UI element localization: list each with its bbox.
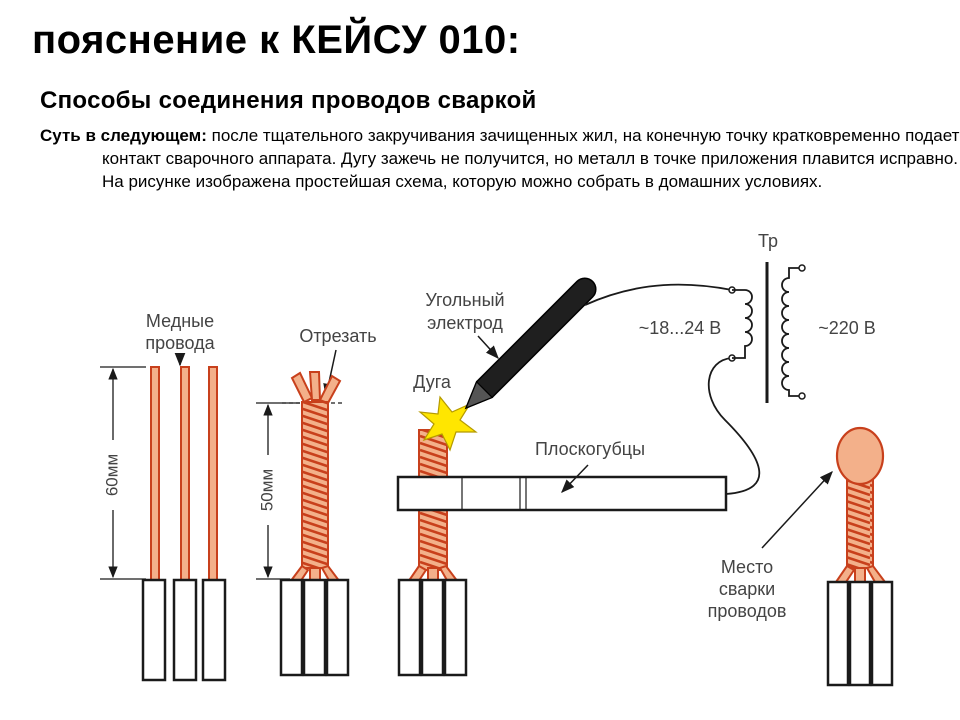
wire-insulation	[201, 578, 227, 682]
label-carbon-1: Угольный	[425, 290, 504, 310]
transformer: Тр ~18...24 В ~220 В	[639, 231, 876, 403]
wire-insulation	[172, 578, 198, 682]
cable-electrode	[584, 283, 733, 306]
description-lead: Суть в следующем:	[40, 126, 207, 145]
dimension-50mm: 50мм	[257, 469, 276, 511]
label-copper-1: Медные	[146, 311, 214, 331]
label-copper-2: провода	[145, 333, 215, 353]
page-title: пояснение к КЕЙСУ 010:	[32, 18, 521, 62]
twisted-wire-bundle	[846, 473, 874, 569]
weld-ball	[835, 426, 885, 486]
copper-wire	[150, 366, 160, 581]
wire-insulation	[826, 580, 850, 687]
label-weld-3: проводов	[708, 601, 787, 621]
label-pliers: Плоскогубцы	[535, 439, 645, 459]
wire-insulation	[397, 578, 422, 677]
wire-insulation	[325, 578, 350, 677]
wire-insulation	[141, 578, 167, 682]
label-cut: Отрезать	[299, 326, 376, 346]
wire-insulation	[443, 578, 468, 677]
stage-twisted-wires: Отрезать 50мм	[256, 326, 377, 677]
wire-insulation	[302, 578, 327, 677]
label-primary-voltage: ~220 В	[818, 318, 876, 338]
cable-pliers	[707, 357, 761, 495]
label-carbon-2: электрод	[427, 313, 503, 333]
description: Суть в следующем: после тщательного закр…	[40, 124, 960, 193]
stage-welding-setup: Плоскогубцы Дуга Угольный электрод Тр ~1…	[396, 231, 876, 677]
twisted-wire-bundle	[301, 401, 329, 569]
pliers	[396, 475, 728, 512]
page-subtitle: Способы соединения проводов сваркой	[40, 87, 537, 114]
copper-wire	[180, 366, 190, 581]
label-weld-2: сварки	[719, 579, 775, 599]
label-weld-1: Место	[721, 557, 773, 577]
wire-insulation	[279, 578, 304, 677]
carbon-electrode	[464, 277, 597, 410]
dimension-60mm: 60мм	[102, 454, 121, 496]
stage-copper-wires: Медные провода 60мм	[100, 311, 227, 682]
label-secondary-voltage: ~18...24 В	[639, 318, 722, 338]
stage-welded-result: Место сварки проводов	[708, 426, 894, 687]
label-arc: Дуга	[413, 372, 452, 392]
wire-insulation	[420, 578, 445, 677]
wire-insulation	[848, 580, 872, 687]
wire-insulation	[870, 580, 894, 687]
copper-wire	[208, 366, 218, 581]
description-text: после тщательного закручивания зачищенны…	[102, 126, 960, 191]
label-transformer: Тр	[758, 231, 778, 251]
